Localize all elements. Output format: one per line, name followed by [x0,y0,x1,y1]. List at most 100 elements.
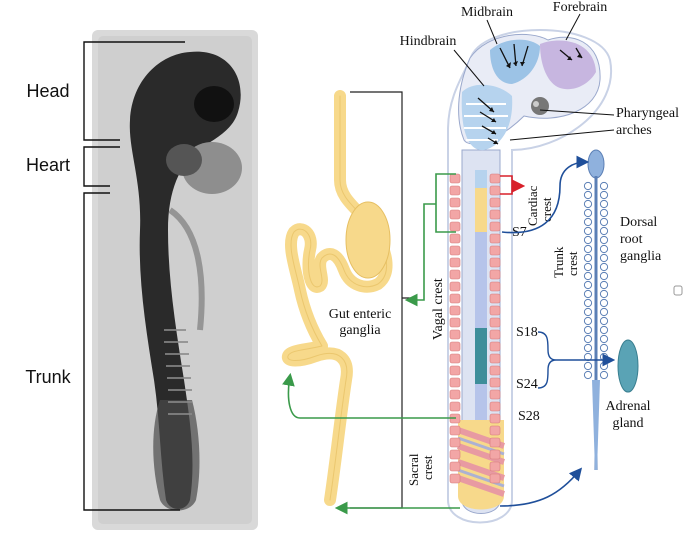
somite-block [449,269,461,280]
somite-block [449,377,461,388]
gut-bracket [350,91,412,509]
drg-bead [599,307,609,317]
drg-bead [583,307,593,317]
label-drg-2: root [620,232,643,247]
somite-block [449,305,461,316]
trunk-arrow-drg [501,155,590,234]
somite-block [449,425,461,436]
somite-block [449,221,461,232]
somite-columns [449,173,501,484]
somite-block [489,281,501,292]
somite-block [449,473,461,484]
somite-block [489,305,501,316]
somite-block [449,257,461,268]
label-drg-3: ganglia [620,249,662,264]
vagal-arrow-upper [404,203,436,307]
somite-block [449,437,461,448]
drg-bead [599,181,609,191]
label-s24: S24 [516,377,538,392]
somite-block [489,425,501,436]
drg-bead [583,181,593,191]
drg-bead [599,271,609,281]
somite-block [449,341,461,352]
somite-block [489,389,501,400]
drg-bead [583,325,593,335]
drg-bead [599,316,609,326]
somite-block [449,173,461,184]
dorsal-root-ganglia [583,149,609,470]
somite-block [489,353,501,364]
label-adrenal-1: Adrenal [605,399,650,414]
drg-bead [583,226,593,236]
somite-block [449,329,461,340]
somite-block [489,449,501,460]
somite-block [489,437,501,448]
somite-block [449,461,461,472]
somite-block [489,401,501,412]
drg-bead [583,262,593,272]
somite-block [489,461,501,472]
label-forebrain: Forebrain [553,0,607,15]
drg-bead [583,190,593,200]
drg-bead [583,217,593,227]
somite-block [489,365,501,376]
photo-brackets [83,41,185,511]
drg-bead [583,244,593,254]
drg-bead [599,361,609,371]
somite-block [449,245,461,256]
drg-bead [583,334,593,344]
drg-bead [599,280,609,290]
drg-bead [599,289,609,299]
somite-block [489,185,501,196]
somite-block [489,377,501,388]
somite-block [449,233,461,244]
label-pharyngeal: Pharyngeal [616,106,679,121]
drg-bead [599,190,609,200]
somite-block [489,173,501,184]
drg-bead [599,370,609,380]
gut-drawing [281,90,393,506]
label-drg-1: Dorsal [620,215,657,230]
somite-block [489,221,501,232]
somite-block [449,353,461,364]
somite-block [489,245,501,256]
somite-block [449,449,461,460]
drg-bead [583,361,593,371]
drg-bead [583,235,593,245]
edge-handle [673,285,683,296]
drg-bead [583,343,593,353]
label-heart: Heart [26,155,70,175]
label-midbrain: Midbrain [461,5,513,20]
somite-block [489,257,501,268]
somite-block [489,293,501,304]
somite-block [489,269,501,280]
s18-s24-bracket [537,331,557,389]
vagal-arrow-lower [282,372,456,419]
drg-bead [583,253,593,263]
somite-block [489,329,501,340]
drg-bead [583,316,593,326]
somite-block [449,209,461,220]
drg-bead [599,244,609,254]
label-trunk-crest: Trunk crest [551,243,580,278]
drg-bead [599,226,609,236]
trunk-arrow-sacral [499,467,583,507]
embryo-photo [92,30,258,530]
somite-block [449,317,461,328]
somite-block [489,233,501,244]
label-vagal-crest: Vagal crest [431,278,446,340]
drg-bead [599,208,609,218]
somite-block [489,341,501,352]
drg-bead [583,289,593,299]
somite-block [449,281,461,292]
drg-bead [583,370,593,380]
drg-bead [583,199,593,209]
drg-bead [599,199,609,209]
somite-block [449,365,461,376]
somite-block [449,389,461,400]
label-gut-2: ganglia [339,323,381,338]
somite-block [489,197,501,208]
label-adrenal-2: gland [612,416,643,431]
somite-block [449,197,461,208]
